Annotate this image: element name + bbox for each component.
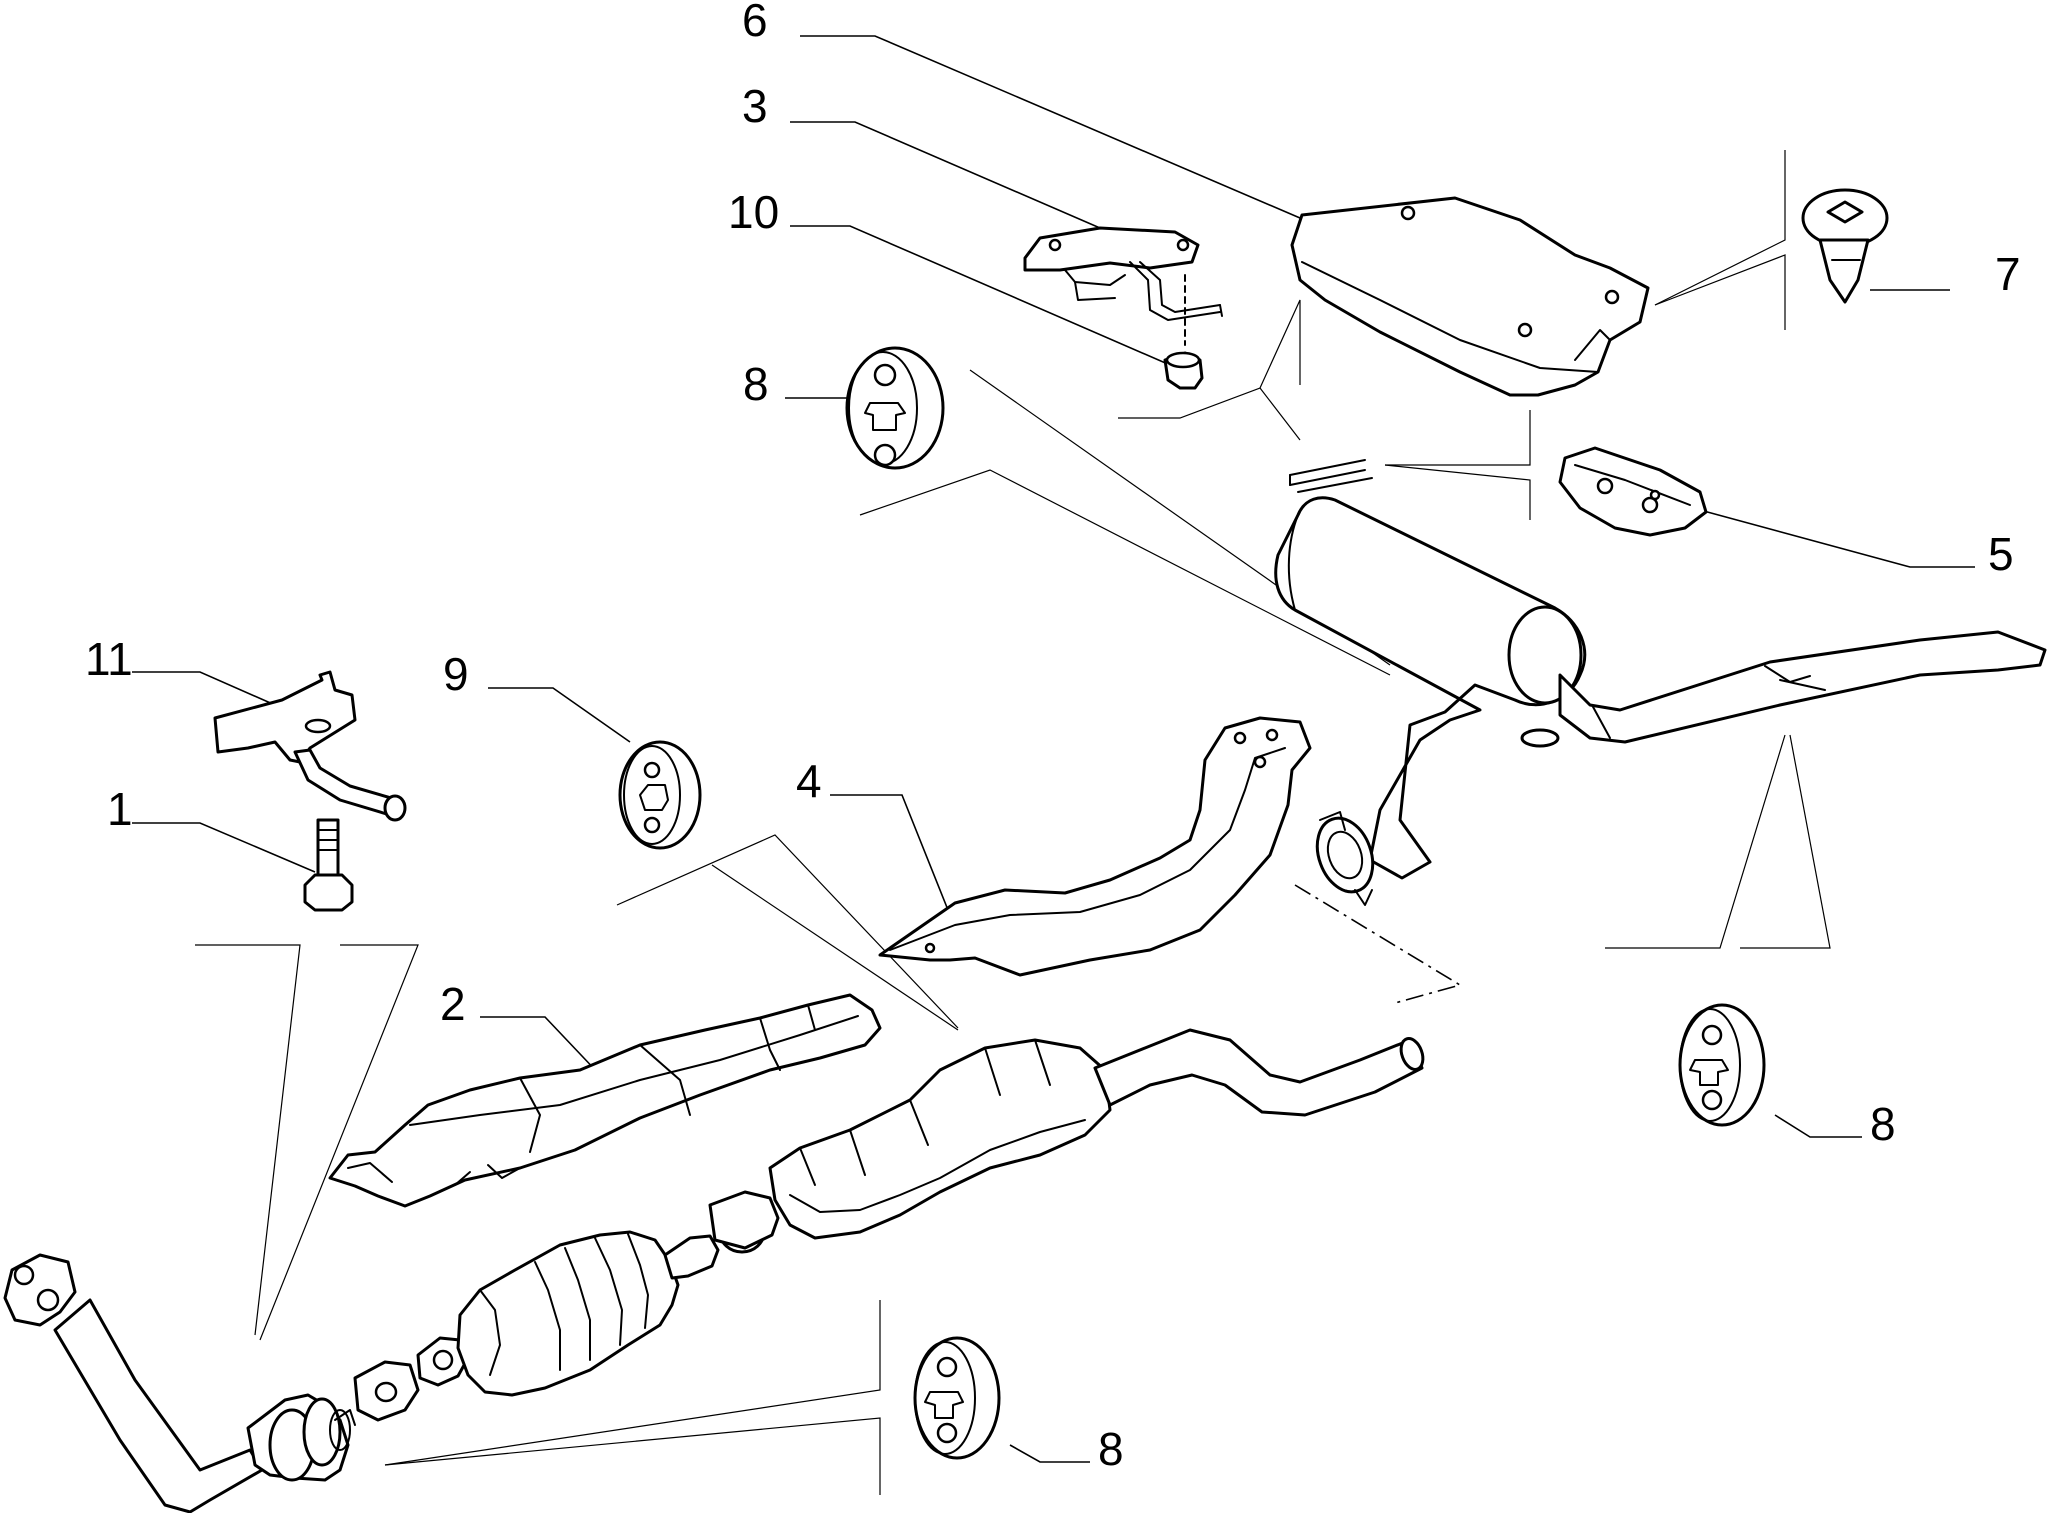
rubber-hanger-top (845, 346, 945, 470)
rubber-hanger-right (1678, 1003, 1766, 1127)
callout-3: 3 (742, 80, 768, 132)
leader-6 (800, 35, 1301, 219)
rubber-mount-block (1558, 446, 1708, 537)
leader-10 (790, 225, 1171, 366)
heat-shield-front (328, 993, 882, 1208)
callout-7: 7 (1995, 248, 2021, 300)
leader-3 (790, 121, 1101, 229)
callout-6: 6 (742, 0, 768, 46)
pipe-clamp (1315, 811, 1375, 906)
leader-lines (132, 35, 1975, 1463)
catalytic-converter (456, 1230, 720, 1397)
callout-labels: 6 3 10 8 7 5 11 1 9 4 2 8 8 (85, 0, 2021, 1475)
front-bracket (213, 670, 407, 822)
leader-8-right (1774, 1114, 1862, 1138)
callout-1: 1 (107, 783, 133, 835)
callout-8-bottom: 8 (1098, 1423, 1124, 1475)
callout-8-top: 8 (743, 358, 769, 410)
rubber-bush-nut (1163, 351, 1204, 390)
front-exhaust-pipe (3, 1253, 264, 1513)
gasket-front (353, 1360, 420, 1422)
leader-1 (132, 822, 316, 873)
rear-muffler-tailpipe (1274, 496, 2047, 880)
fastener-clip (1801, 188, 1889, 304)
heat-shield-middle (878, 716, 1312, 977)
bolt (303, 818, 354, 912)
callout-8-right: 8 (1870, 1098, 1896, 1150)
leader-5 (1699, 509, 1975, 568)
callout-4: 4 (796, 755, 822, 807)
leader-11 (132, 671, 276, 706)
callout-2: 2 (440, 978, 466, 1030)
group-lines (195, 150, 1831, 1495)
mounting-bracket (1023, 226, 1223, 346)
heat-shield-rear (1290, 196, 1650, 397)
callout-9: 9 (443, 648, 469, 700)
leader-4 (830, 794, 951, 916)
callout-11: 11 (85, 633, 133, 685)
hanger-pins (1289, 459, 1373, 493)
callout-5: 5 (1988, 528, 2014, 580)
callout-10: 10 (728, 186, 779, 238)
center-muffler (708, 1028, 1425, 1250)
rubber-hanger-mid (618, 740, 702, 850)
flex-joint (246, 1393, 356, 1482)
leader-9 (488, 687, 631, 743)
gasket-rear (416, 1336, 470, 1387)
rubber-hanger-bottom (913, 1336, 1001, 1460)
leader-8-bottom (1009, 1444, 1090, 1463)
leader-2 (480, 1016, 601, 1076)
